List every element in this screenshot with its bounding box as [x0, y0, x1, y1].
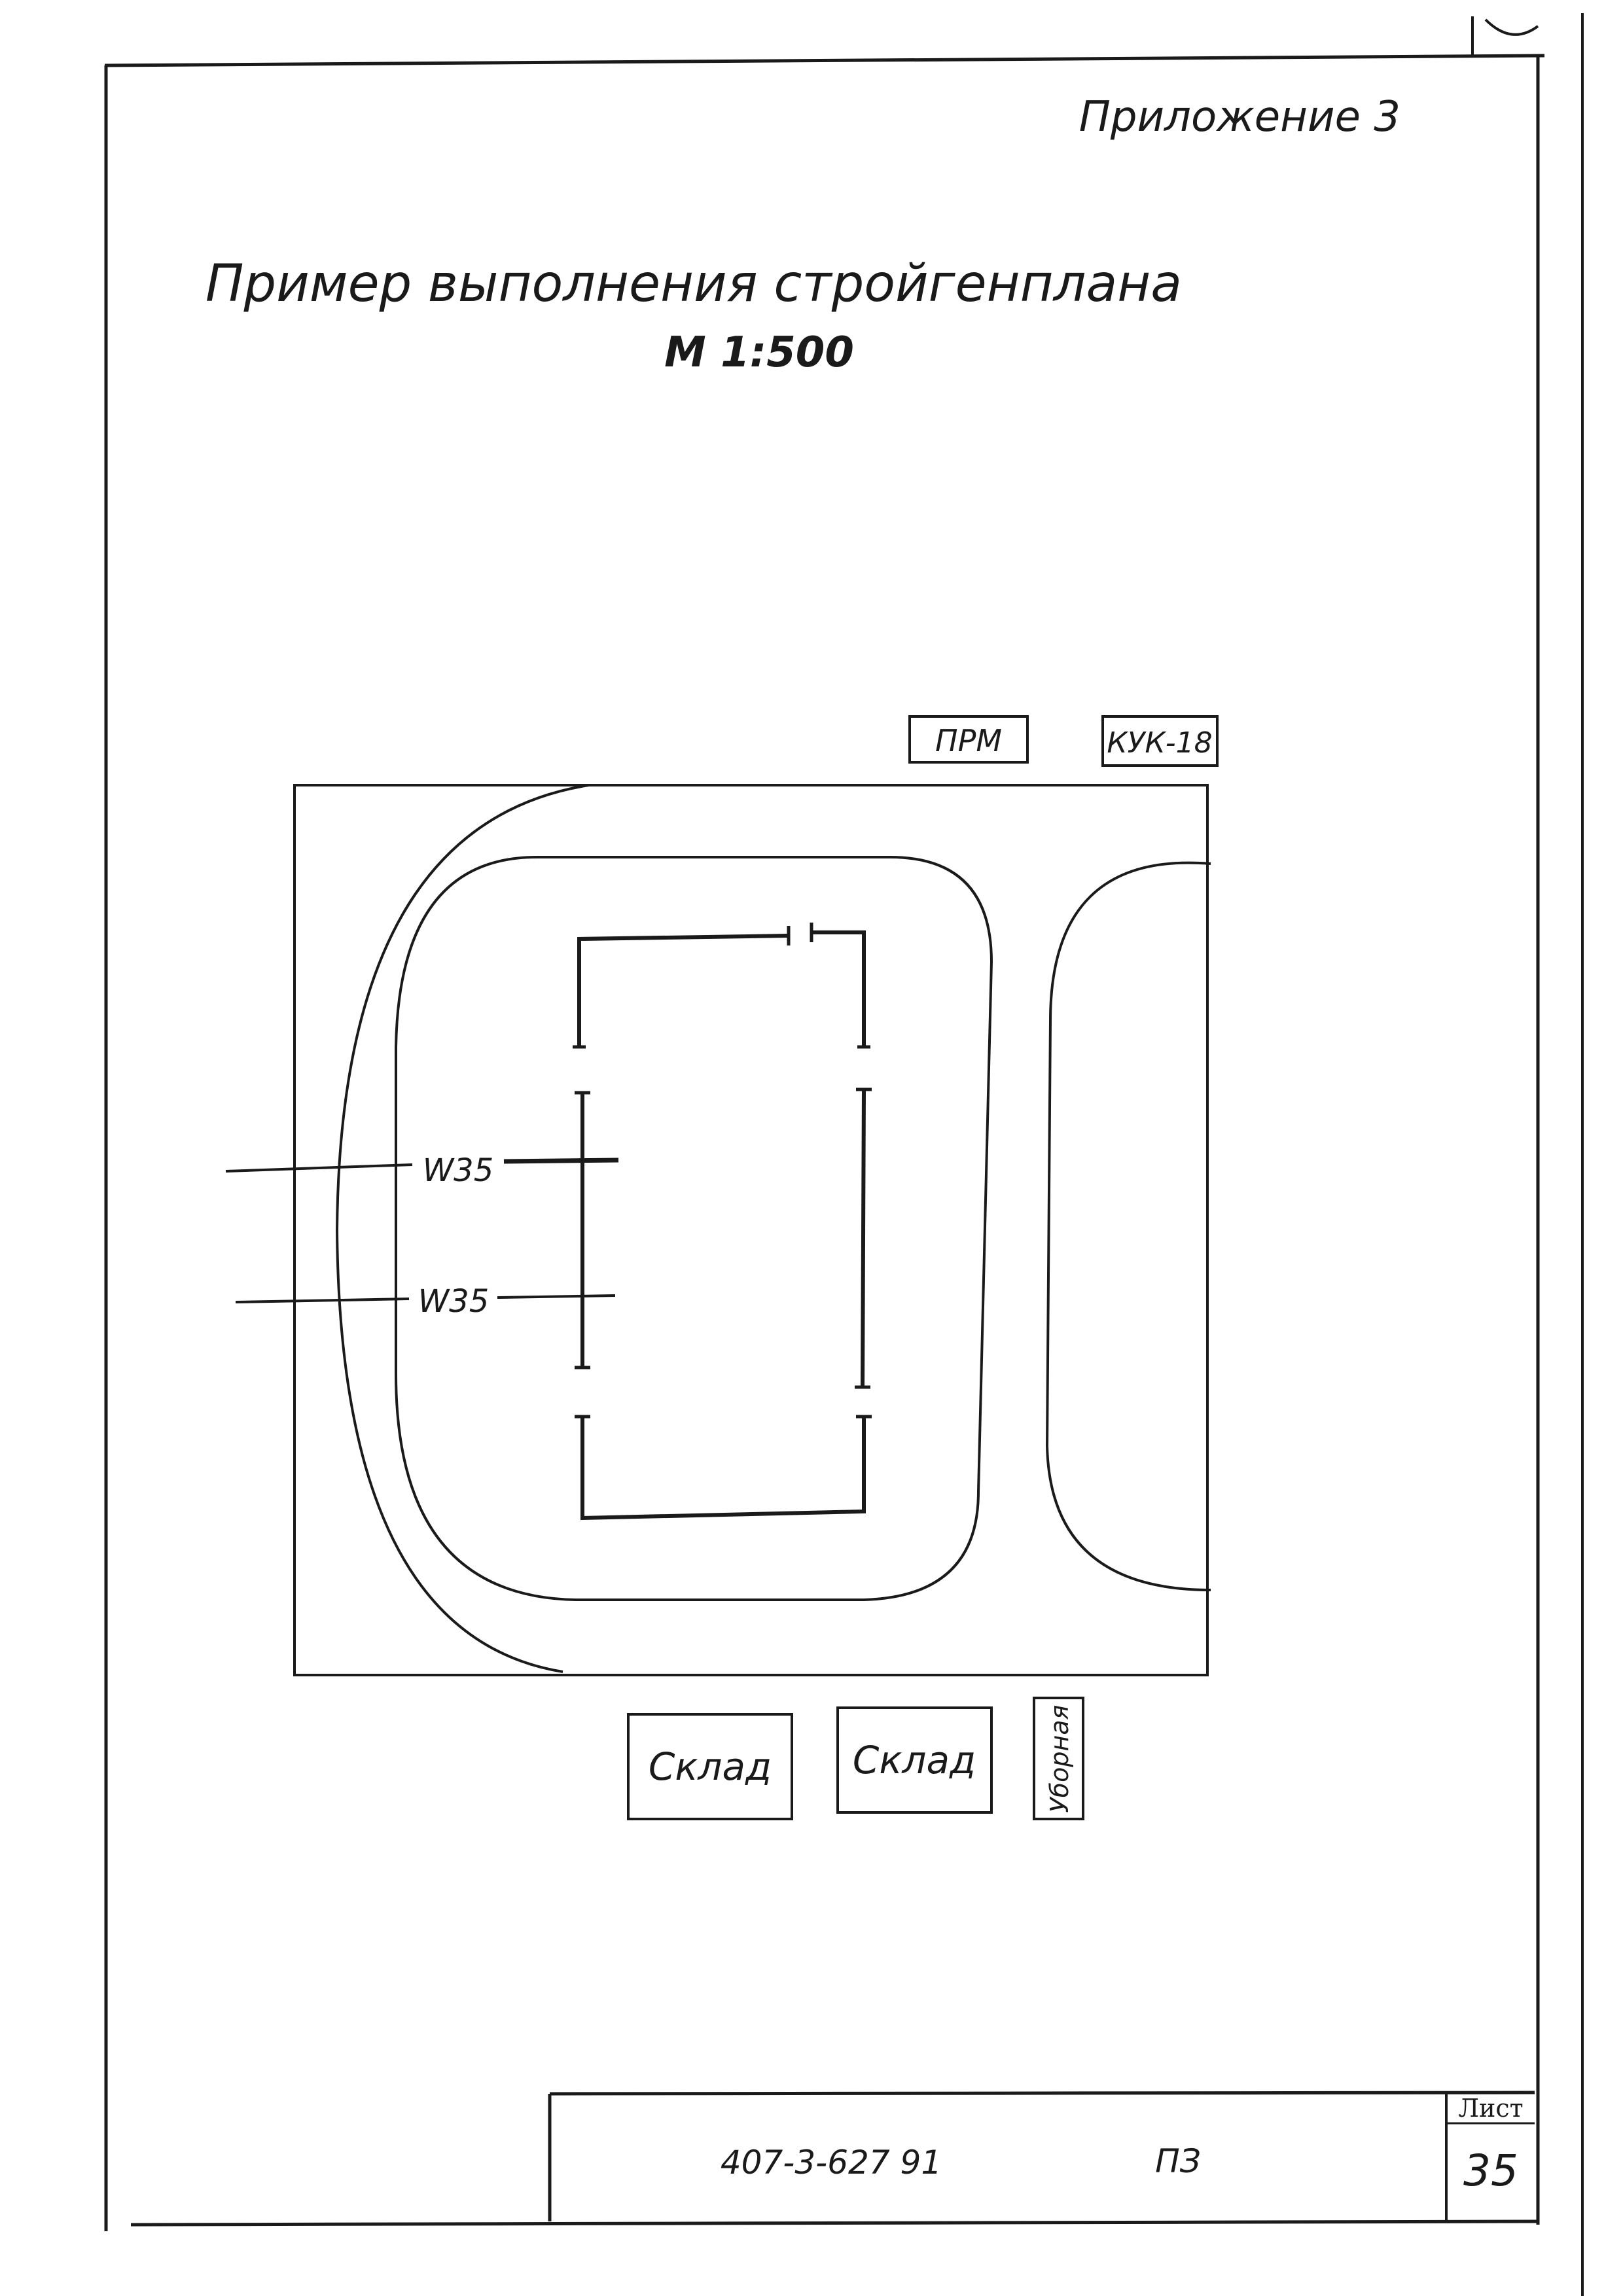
cable-w35-2: W35 — [235, 1283, 616, 1320]
corner-mark — [1484, 18, 1539, 36]
road-outer-edge — [335, 784, 590, 1673]
cable-w35-1: W35 — [225, 1152, 619, 1189]
site-boundary — [293, 784, 1209, 1676]
warehouse-2: Склад — [836, 1706, 993, 1814]
building-kuk: КУК-18 — [1101, 715, 1219, 767]
warehouse-1: Склад — [627, 1713, 793, 1820]
building-prm-label: ПРМ — [935, 723, 1002, 758]
document-type: ПЗ — [1155, 2142, 1201, 2180]
appendix-label: Приложение 3 — [1079, 93, 1400, 141]
sheet-number: 35 — [1463, 2146, 1518, 2196]
building-footprint — [573, 923, 872, 1521]
road-inner-loop — [395, 856, 993, 1601]
road-right-segment — [1045, 861, 1211, 1591]
cable-w35-1-label: W35 — [423, 1152, 494, 1189]
sheet-frame — [104, 13, 1584, 2296]
building-prm: ПРМ — [908, 715, 1029, 764]
sheet-label: Лист — [1458, 2094, 1523, 2123]
building-kuk-label: КУК-18 — [1107, 726, 1212, 760]
title-block: Лист 35 407-3-627 91 ПЗ — [548, 2091, 1535, 2221]
cable-w35-2-label: W35 — [418, 1283, 490, 1320]
scale-label: М 1:500 — [664, 328, 854, 377]
toilet-label: Уборная — [1045, 1705, 1074, 1813]
document-code: 407-3-627 91 — [721, 2144, 942, 2181]
warehouse-1-label: Склад — [649, 1744, 772, 1789]
toilet: Уборная — [1033, 1697, 1084, 1820]
page-title: Пример выполнения стройгенплана — [205, 255, 1182, 313]
warehouse-2-label: Склад — [853, 1738, 976, 1782]
